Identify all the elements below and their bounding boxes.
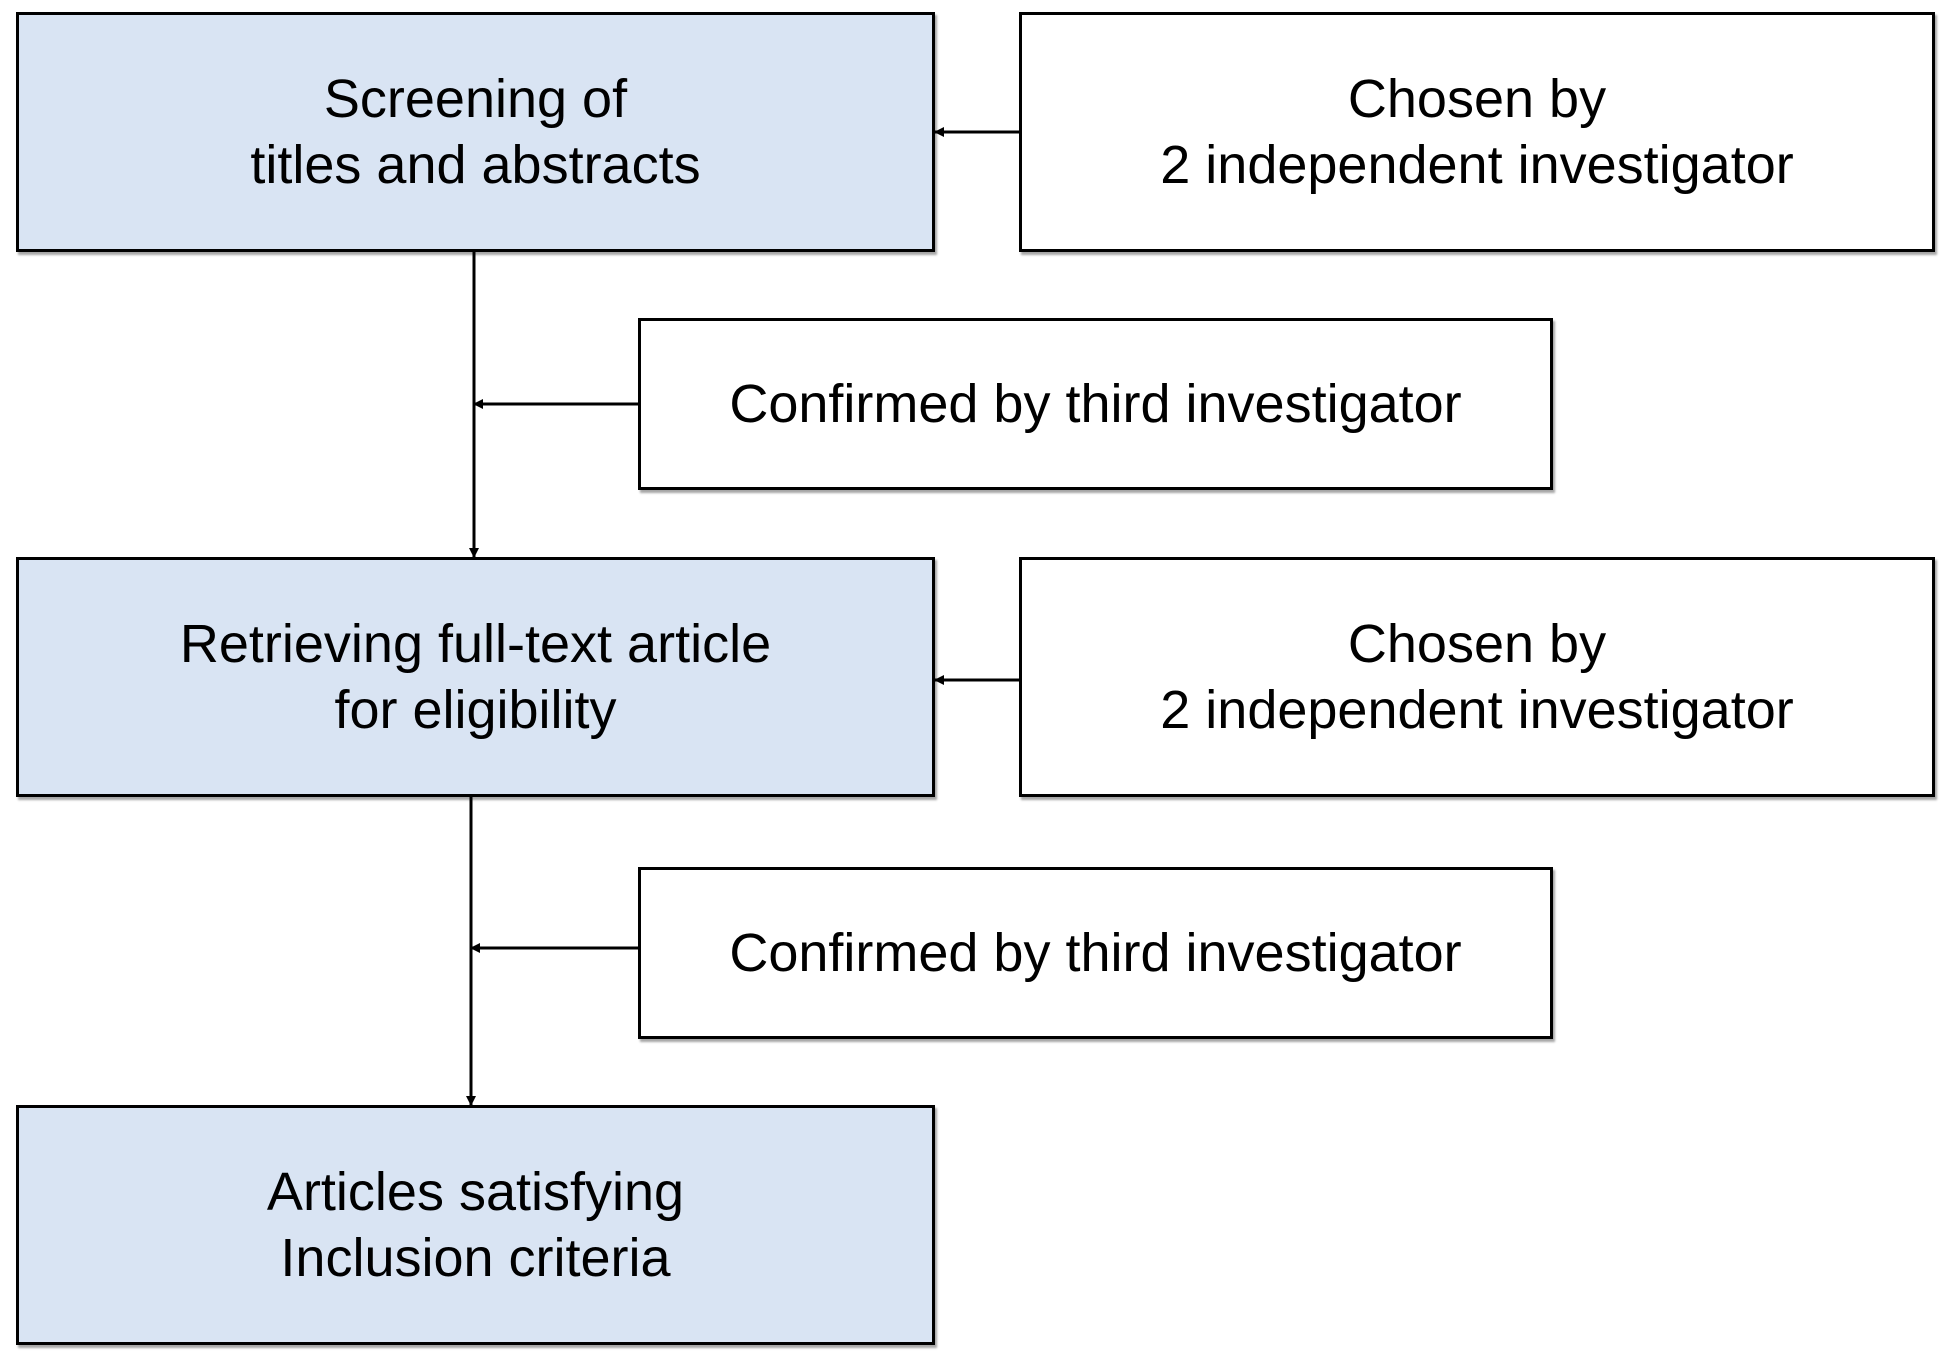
- note-chosen-label-2: Chosen by 2 independent investigator: [1160, 614, 1794, 740]
- note-confirmed-by-third-2: Confirmed by third investigator: [638, 867, 1553, 1039]
- step-screening-label: Screening of titles and abstracts: [250, 69, 701, 195]
- step-screening-box: Screening of titles and abstracts: [16, 12, 935, 252]
- note-chosen-by-two-investigators-2: Chosen by 2 independent investigator: [1019, 557, 1935, 797]
- note-chosen-by-two-investigators-1: Chosen by 2 independent investigator: [1019, 12, 1935, 252]
- step-retrieving-label: Retrieving full-text article for eligibi…: [179, 614, 772, 740]
- note-confirmed-label-1: Confirmed by third investigator: [729, 374, 1462, 434]
- note-confirmed-label-2: Confirmed by third investigator: [729, 923, 1462, 983]
- step-retrieving-box: Retrieving full-text article for eligibi…: [16, 557, 935, 797]
- note-chosen-label-1: Chosen by 2 independent investigator: [1160, 69, 1794, 195]
- step-included-label: Articles satisfying Inclusion criteria: [266, 1162, 685, 1288]
- note-confirmed-by-third-1: Confirmed by third investigator: [638, 318, 1553, 490]
- step-included-articles-box: Articles satisfying Inclusion criteria: [16, 1105, 935, 1345]
